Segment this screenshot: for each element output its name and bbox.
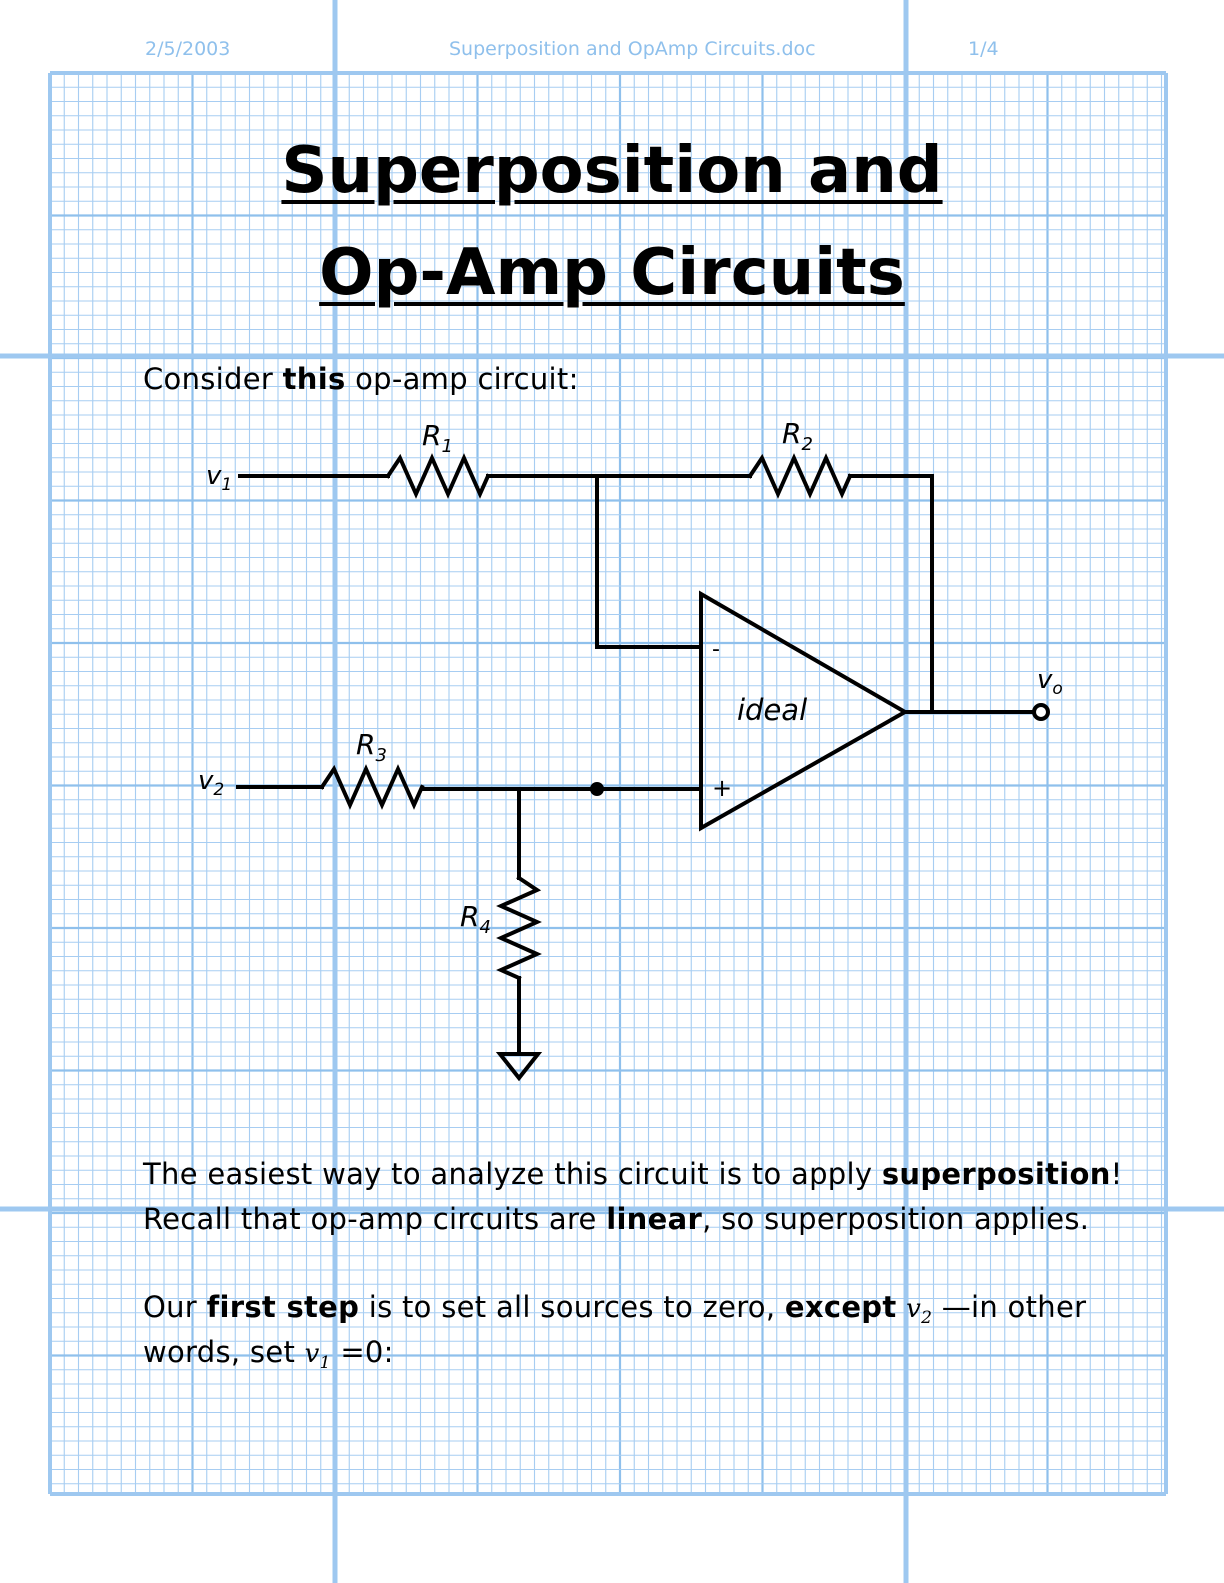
para1-text-bold: superposition <box>881 1157 1111 1191</box>
label-minus: - <box>712 637 720 662</box>
para2-bold-except: except <box>784 1290 897 1324</box>
label-vo: vo <box>1037 665 1063 699</box>
resistor-r3 <box>319 764 425 810</box>
intro-sentence: Consider this op-amp circuit: <box>143 362 579 396</box>
label-r1: R1 <box>422 419 453 457</box>
junction-node <box>590 782 604 796</box>
op-amp-triangle <box>699 590 910 832</box>
page-title-line-2: Op-Amp Circuits <box>319 236 905 310</box>
ground-symbol <box>495 1052 543 1082</box>
output-terminal <box>1032 703 1050 721</box>
page-title-line-1: Superposition and <box>281 134 943 208</box>
resistor-r4 <box>496 875 542 981</box>
label-r4: R4 <box>460 900 491 938</box>
wire-feedback <box>848 474 934 714</box>
para1-line1: The easiest way to analyze this circuit … <box>143 1157 1123 1191</box>
para1-line2-bold: linear <box>606 1202 703 1236</box>
para1-text-b: ! <box>1110 1157 1123 1191</box>
para2-line2-text-a: words, set <box>143 1335 305 1369</box>
wire-inverting-input <box>595 474 703 649</box>
label-v2: v2 <box>198 766 224 800</box>
para1-line2-text-a: Recall that op-amp circuits are <box>143 1202 607 1236</box>
intro-text-b: op-amp circuit: <box>345 362 579 396</box>
label-r3: R3 <box>356 728 387 766</box>
intro-text-a: Consider <box>143 362 283 396</box>
para1-text-a: The easiest way to analyze this circuit … <box>143 1157 882 1191</box>
para2-line2: words, set v1 =0: <box>143 1335 394 1373</box>
para2-text-a: Our <box>143 1290 207 1324</box>
header-filename: Superposition and OpAmp Circuits.doc <box>449 38 816 60</box>
intro-text-bold: this <box>282 362 346 396</box>
para1-line2: Recall that op-amp circuits are linear, … <box>143 1202 1089 1236</box>
para2-line1: Our first step is to set all sources to … <box>143 1290 1086 1328</box>
para2-text-e: —in other <box>932 1290 1087 1324</box>
label-opamp-ideal: ideal <box>737 693 807 727</box>
para2-var-v2: v2 <box>906 1294 933 1329</box>
para2-line2-text-b: =0: <box>330 1335 394 1369</box>
resistor-r1 <box>385 453 491 499</box>
para2-bold-first-step: first step <box>206 1290 360 1324</box>
header-page-number: 1/4 <box>968 38 999 60</box>
para2-text-c: is to set all sources to zero, <box>359 1290 785 1324</box>
label-plus: + <box>712 774 732 802</box>
label-r2: R2 <box>782 417 813 455</box>
header-date: 2/5/2003 <box>145 38 231 60</box>
label-v1: v1 <box>206 461 232 495</box>
para2-var-v1: v1 <box>304 1339 331 1374</box>
resistor-r2 <box>747 453 853 499</box>
para1-line2-text-b: , so superposition applies. <box>702 1202 1090 1236</box>
